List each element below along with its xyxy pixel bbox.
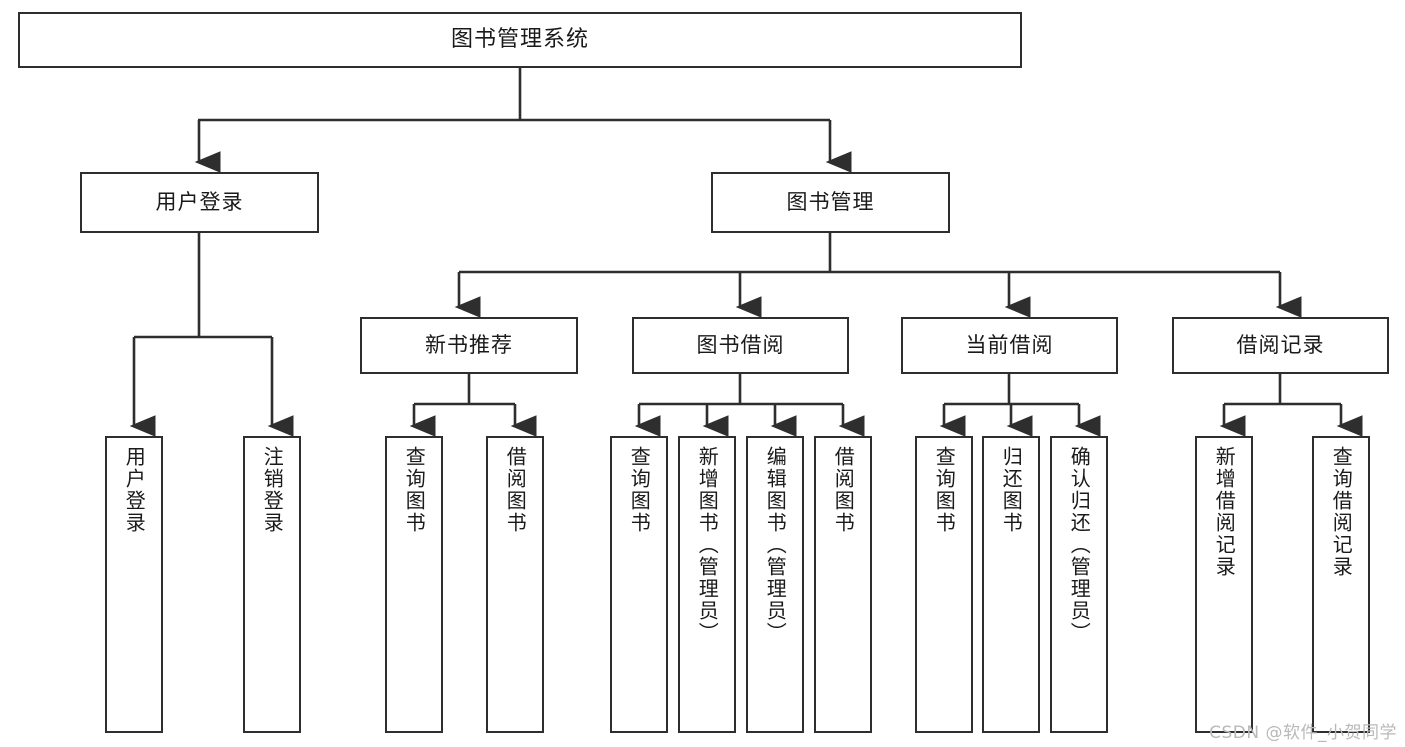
leaf-add-record-label: 新增借阅记录 <box>1212 446 1237 578</box>
leaf-query-book-2[interactable]: 查询图书 <box>610 436 668 733</box>
node-new-book-recommend-label: 新书推荐 <box>425 332 513 357</box>
leaf-borrow-book-1-label: 借阅图书 <box>503 446 528 534</box>
leaf-query-record[interactable]: 查询借阅记录 <box>1312 436 1370 733</box>
leaf-user-login[interactable]: 用户登录 <box>105 436 163 733</box>
node-user-login-label: 用户登录 <box>155 189 244 214</box>
leaf-query-book-1-label: 查询图书 <box>402 446 427 534</box>
leaf-query-book-2-label: 查询图书 <box>627 446 652 534</box>
node-borrow-record[interactable]: 借阅记录 <box>1172 317 1389 374</box>
leaf-add-record[interactable]: 新增借阅记录 <box>1195 436 1253 733</box>
node-current-borrow-label: 当前借阅 <box>965 332 1054 357</box>
leaf-query-book-3[interactable]: 查询图书 <box>915 436 973 733</box>
node-user-login[interactable]: 用户登录 <box>80 172 319 233</box>
node-book-borrow[interactable]: 图书借阅 <box>632 317 849 374</box>
leaf-confirm-return[interactable]: 确认归还（管理员） <box>1050 436 1108 733</box>
node-book-management-label: 图书管理 <box>786 189 875 214</box>
csdn-watermark: CSDN @软件_小贺同学 <box>1209 723 1397 743</box>
leaf-query-record-label: 查询借阅记录 <box>1329 446 1354 578</box>
node-book-management[interactable]: 图书管理 <box>711 172 950 233</box>
leaf-borrow-book-2-label: 借阅图书 <box>831 446 856 534</box>
node-book-borrow-label: 图书借阅 <box>696 332 785 357</box>
leaf-query-book-1[interactable]: 查询图书 <box>385 436 443 733</box>
leaf-add-book[interactable]: 新增图书（管理员） <box>678 436 736 733</box>
leaf-borrow-book-1[interactable]: 借阅图书 <box>486 436 544 733</box>
leaf-logout-login-label: 注销登录 <box>260 446 285 534</box>
leaf-edit-book-label: 编辑图书（管理员） <box>763 446 788 644</box>
leaf-add-book-label: 新增图书（管理员） <box>695 446 720 644</box>
node-new-book-recommend[interactable]: 新书推荐 <box>360 317 578 374</box>
node-borrow-record-label: 借阅记录 <box>1236 332 1325 357</box>
leaf-user-login-label: 用户登录 <box>122 446 147 534</box>
leaf-logout-login[interactable]: 注销登录 <box>243 436 301 733</box>
node-root-system-label: 图书管理系统 <box>450 26 589 52</box>
leaf-edit-book[interactable]: 编辑图书（管理员） <box>746 436 804 733</box>
leaf-return-book[interactable]: 归还图书 <box>982 436 1040 733</box>
leaf-return-book-label: 归还图书 <box>999 446 1024 534</box>
leaf-query-book-3-label: 查询图书 <box>932 446 957 534</box>
leaf-confirm-return-label: 确认归还（管理员） <box>1067 446 1092 644</box>
node-current-borrow[interactable]: 当前借阅 <box>901 317 1118 374</box>
node-root-system[interactable]: 图书管理系统 <box>18 12 1022 68</box>
leaf-borrow-book-2[interactable]: 借阅图书 <box>814 436 872 733</box>
